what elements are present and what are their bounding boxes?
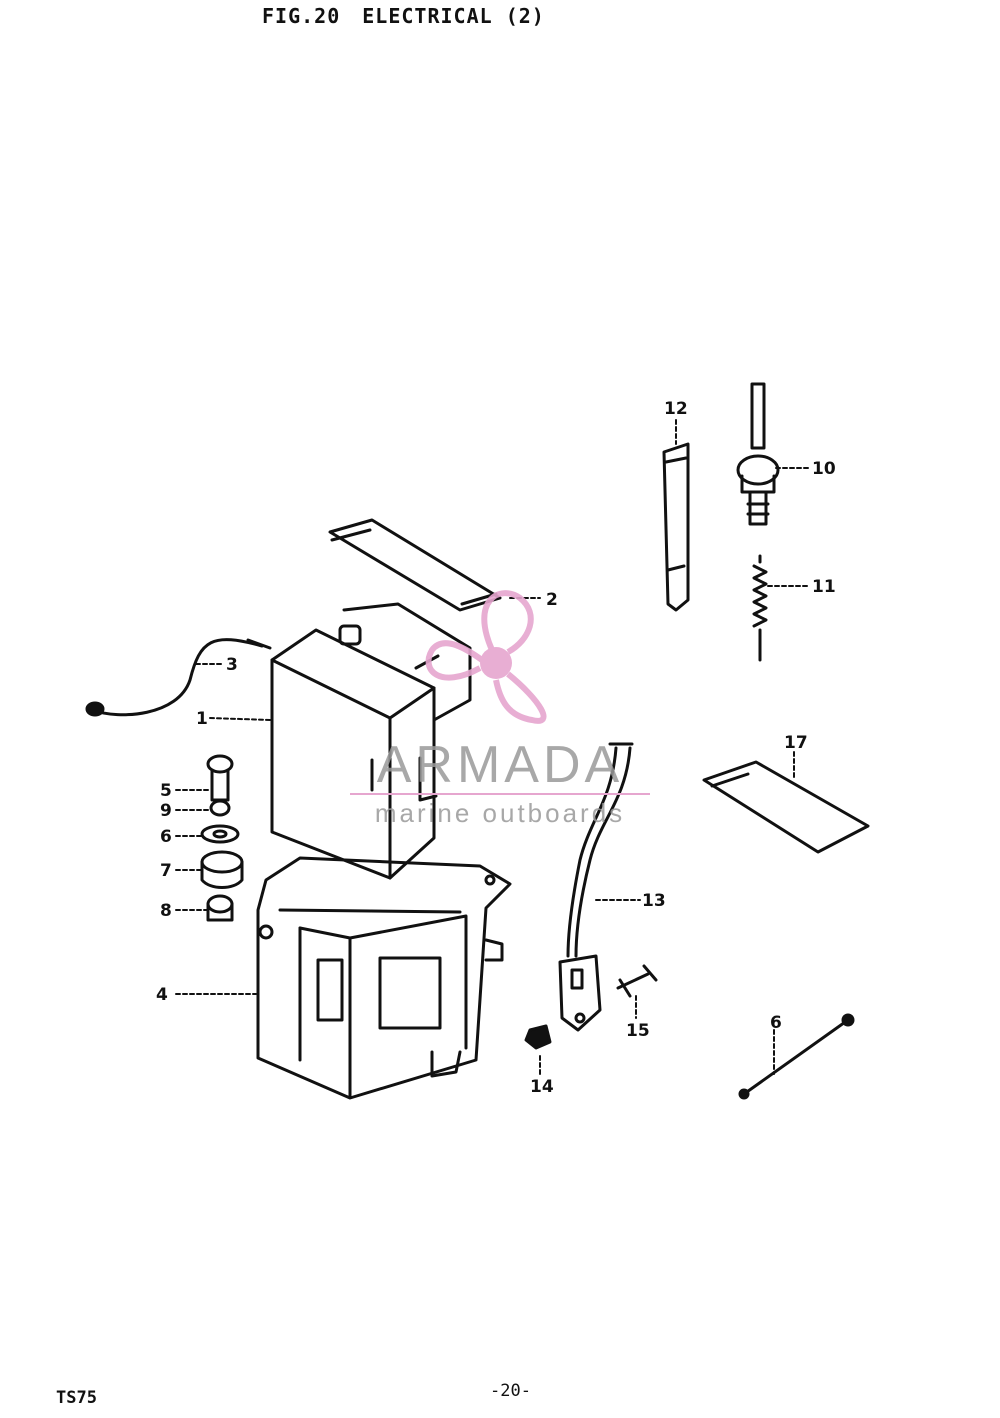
leader-lines [175,419,809,1075]
figure-title: FIG.20 ELECTRICAL (2) [262,4,545,28]
rod-part [738,1013,855,1100]
model-code: TS75 [56,1388,97,1408]
battery-strap-part [328,518,502,612]
callout-14: 14 [530,1077,554,1097]
callout-9: 9 [160,801,172,821]
lead-wire-part [85,638,272,717]
callout-5: 5 [160,781,172,801]
callout-6-right: 6 [770,1013,782,1033]
callout-11: 11 [812,577,836,597]
propeller-logo-icon [425,590,547,724]
sheet-part [702,760,870,854]
callout-15: 15 [626,1021,650,1041]
callout-10: 10 [812,459,836,479]
callout-17: 17 [784,733,808,753]
callout-13: 13 [642,891,666,911]
callout-4: 4 [156,985,168,1005]
callout-2: 2 [546,590,558,610]
bolt-stack-parts [200,754,244,922]
terminal-cover-part [662,442,690,612]
callout-8: 8 [160,901,172,921]
figure-number: FIG.20 [262,4,341,28]
wire-harness-part [558,742,634,1032]
callout-7: 7 [160,861,172,881]
callout-3: 3 [226,655,238,675]
callout-12: 12 [664,399,688,419]
armada-watermark: ARMADA marine outboards [350,590,650,828]
spring-part [752,554,768,662]
page-number: -20- [490,1381,531,1401]
battery-part [270,602,472,880]
watermark-tagline: marine outboards [375,798,625,828]
switch-part [736,382,780,526]
callout-1: 1 [196,709,208,729]
callout-6-left: 6 [160,827,172,847]
figure-name: ELECTRICAL (2) [362,4,545,28]
screw-part [616,964,658,998]
battery-case-part [256,856,512,1100]
nut-part [524,1024,552,1050]
watermark-brand: ARMADA [377,736,623,794]
callout-labels: 1 2 3 4 5 9 6 7 8 10 11 12 13 14 15 6 17 [156,399,836,1097]
